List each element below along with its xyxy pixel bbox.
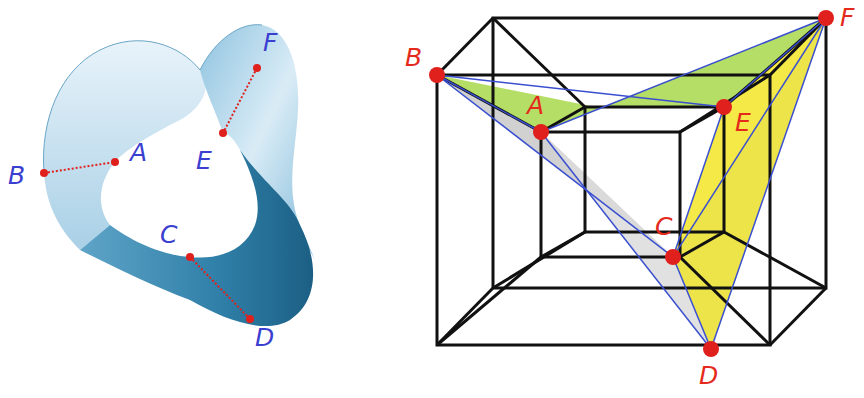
tesseract [429, 10, 834, 357]
mobius-strip [40, 25, 315, 326]
point-label: B [405, 45, 422, 70]
point-label: A [527, 93, 544, 118]
point-label: F [263, 30, 277, 55]
point-label: D [255, 325, 274, 350]
point-label: E [196, 148, 212, 173]
point-label: B [8, 163, 25, 188]
point-label: E [735, 110, 751, 135]
point-label: D [699, 363, 718, 388]
point-label: C [160, 222, 177, 247]
point-label: C [655, 214, 672, 239]
point-label: A [130, 140, 147, 165]
point-label: F [840, 5, 854, 30]
